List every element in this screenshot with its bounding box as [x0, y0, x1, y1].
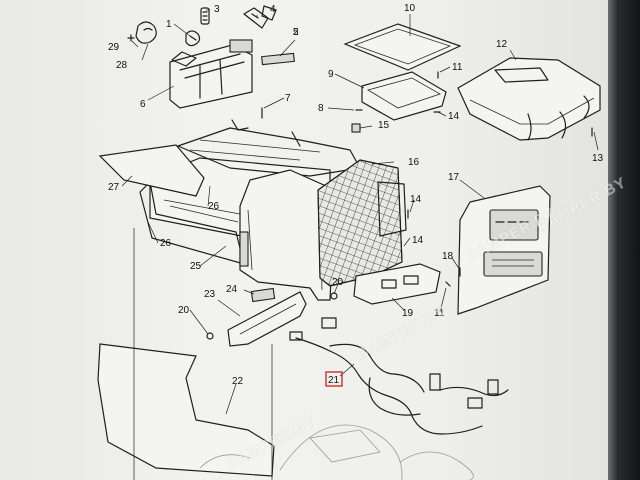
bracket-assembly-6 — [169, 39, 253, 109]
callout-13: 13 — [592, 153, 604, 164]
pad-part-5 — [261, 52, 295, 66]
rear-upper-frame — [177, 119, 361, 177]
monitor-edge — [608, 0, 640, 480]
side-trim-22 — [97, 343, 275, 477]
callout-7: 7 — [285, 93, 291, 104]
tray-part-9 — [361, 71, 447, 121]
callout-6: 6 — [140, 99, 146, 110]
callout-3: 3 — [214, 4, 220, 15]
callout-26a: 26 — [208, 201, 220, 212]
callout-9: 9 — [328, 69, 334, 80]
console-lid-12 — [457, 57, 601, 141]
screw-part-29 — [127, 34, 135, 42]
callout-18: 18 — [442, 251, 454, 262]
callout-12: 12 — [496, 39, 508, 50]
callout-4: 4 — [270, 4, 276, 15]
callout-19: 19 — [402, 308, 414, 319]
clip-part-1 — [185, 30, 201, 47]
callout-16: 16 — [408, 157, 420, 168]
clip-24 — [250, 287, 276, 303]
callout-21-highlight-box — [325, 371, 343, 387]
callout-11b: 11 — [434, 308, 445, 319]
console-body-shell — [239, 169, 336, 301]
callout-15: 15 — [378, 120, 390, 131]
clip-part-28 — [135, 21, 157, 44]
air-duct-19 — [353, 263, 441, 305]
callout-10: 10 — [404, 3, 416, 14]
wiring-harness-21 — [289, 317, 509, 435]
callout-25: 25 — [190, 261, 202, 272]
callout-14a: 14 — [448, 111, 460, 122]
lower-faint-parts — [199, 424, 474, 480]
nut-20a — [206, 332, 214, 340]
mat-part-10 — [343, 23, 462, 71]
rear-trim-17 — [457, 185, 551, 315]
mesh-housing-16 — [317, 159, 407, 287]
callout-8: 8 — [318, 103, 324, 114]
callout-26b: 26 — [160, 238, 172, 249]
side-panel-27 — [98, 144, 205, 197]
clip-part-3 — [200, 7, 210, 25]
callout-17: 17 — [448, 172, 460, 183]
callout-27: 27 — [108, 182, 120, 193]
callout-2: 2 — [293, 27, 299, 38]
callout-23: 23 — [204, 289, 216, 300]
callout-20b: 20 — [332, 277, 344, 288]
leader-lines — [121, 9, 599, 480]
callout-14b: 14 — [410, 194, 422, 205]
callout-24: 24 — [226, 284, 238, 295]
callout-20a: 20 — [178, 305, 190, 316]
callout-14c: 14 — [412, 235, 424, 246]
bracket-23 — [227, 291, 307, 347]
callout-1: 1 — [166, 19, 172, 30]
callout-labels: 1 2 3 4 5 6 7 8 9 10 11 11 12 13 14 14 1… — [108, 3, 604, 387]
clip-15 — [351, 123, 361, 133]
callout-22: 22 — [232, 376, 244, 387]
callout-21: 21 — [328, 375, 340, 386]
callout-11a: 11 — [452, 62, 463, 73]
screw-11b — [445, 281, 451, 287]
bracket-part-4 — [243, 5, 277, 29]
callout-28: 28 — [116, 60, 128, 71]
nut-20b — [330, 292, 338, 300]
callout-5: 5 — [293, 27, 299, 38]
callout-29: 29 — [108, 42, 120, 53]
